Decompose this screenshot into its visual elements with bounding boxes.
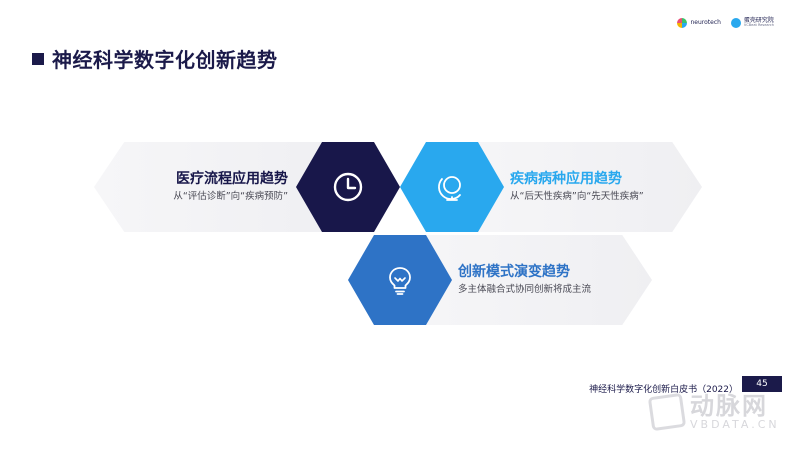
watermark-en: VBDATA.CN — [690, 418, 780, 431]
trend-subtitle: 从“后天性疾病”向“先天性疾病” — [510, 191, 644, 202]
trend-hex-innovation — [348, 235, 452, 325]
trend-heading: 创新模式演变趋势 — [458, 264, 570, 280]
watermark: 动脉网 VBDATA.CN — [647, 392, 780, 432]
footer-report-title: 神经科学数字化创新白皮书（2022） — [589, 385, 738, 395]
trend-heading: 疾病病种应用趋势 — [510, 171, 622, 187]
trend-text-process: 医疗流程应用趋势 从“评估诊断”向“疾病预防” — [120, 170, 288, 203]
vcbeat-logo-text: 蛋壳研究院 — [743, 17, 774, 25]
watermark-logo-icon — [647, 392, 687, 432]
globe-icon — [438, 176, 461, 201]
page-title: 神经科学数字化创新趋势 — [52, 48, 278, 72]
neurotech-logo: neurotech — [677, 18, 721, 28]
page-number: 45 — [742, 376, 782, 392]
trend-subtitle: 多主体融合式协同创新将成主流 — [458, 284, 592, 295]
trend-hex-process — [296, 142, 400, 232]
header-logos: neurotech 蛋壳研究院 VCBeat Research — [677, 18, 774, 28]
trend-hex-disease — [400, 142, 504, 232]
vcbeat-research-logo: 蛋壳研究院 VCBeat Research — [730, 17, 774, 28]
trend-heading: 医疗流程应用趋势 — [176, 171, 288, 187]
trend-text-disease: 疾病病种应用趋势 从“后天性疾病”向“先天性疾病” — [510, 170, 690, 203]
vcbeat-logo-subtext: VCBeat Research — [743, 23, 774, 28]
neurotech-logo-text: neurotech — [690, 19, 721, 26]
title-area: 神经科学数字化创新趋势 — [32, 44, 278, 73]
clock-icon — [333, 172, 363, 202]
neurotech-logo-icon — [677, 18, 688, 28]
vcbeat-logo-icon — [730, 18, 741, 28]
trend-text-innovation: 创新模式演变趋势 多主体融合式协同创新将成主流 — [458, 263, 638, 296]
lightbulb-icon — [389, 267, 411, 295]
trend-subtitle: 从“评估诊断”向“疾病预防” — [173, 191, 288, 202]
watermark-cn: 动脉网 — [690, 392, 768, 420]
title-square-bullet — [32, 52, 44, 65]
